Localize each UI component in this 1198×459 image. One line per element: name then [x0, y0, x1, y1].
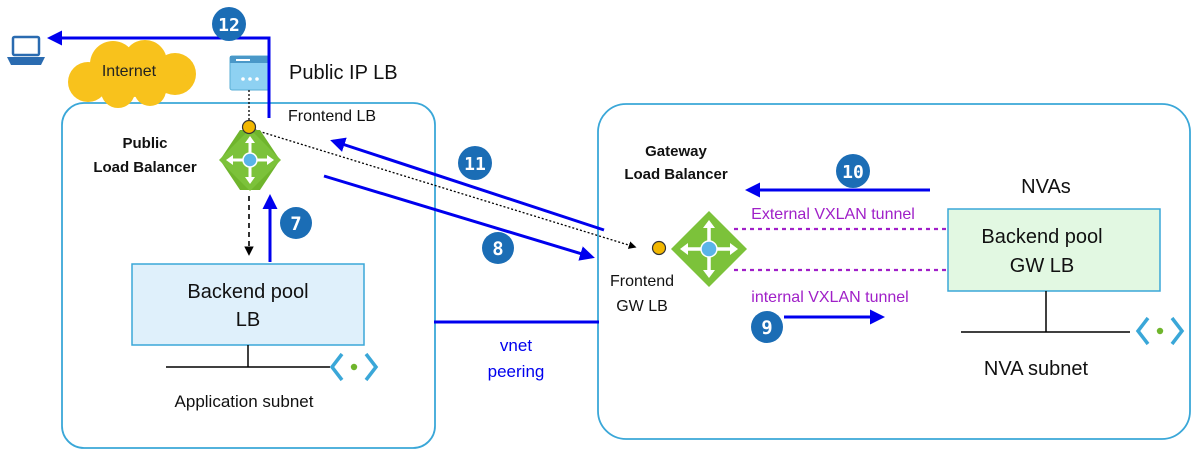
nvas-label: NVAs	[1021, 176, 1071, 198]
public-lb-label-line1: Public	[122, 135, 167, 152]
step-badge-9: 9	[751, 311, 783, 343]
flow-arrow-12	[47, 30, 271, 118]
flow-arrow-11	[330, 137, 605, 232]
nva-vnet-box	[597, 103, 1191, 440]
nva-subnet-label: NVA subnet	[984, 358, 1089, 380]
vnet-peering-label-line2: peering	[488, 362, 545, 381]
internal-vxlan-label: internal VXLAN tunnel	[751, 289, 908, 306]
svg-text:7: 7	[290, 213, 301, 235]
backend-pool-gw-lb-label-line1: Backend pool	[981, 226, 1102, 248]
vnet-peering-label-line1: vnet	[500, 336, 532, 355]
step-badge-10: 10	[836, 154, 870, 188]
public-lb-label-line2: Load Balancer	[93, 159, 197, 176]
public-ip-icon	[229, 55, 271, 91]
internet-label: Internet	[102, 63, 157, 80]
application-subnet-label: Application subnet	[175, 392, 314, 411]
step-badge-8: 8	[482, 232, 514, 264]
svg-text:12: 12	[218, 15, 240, 36]
external-vxlan-label: External VXLAN tunnel	[751, 206, 915, 223]
gateway-lb-label-line1: Gateway	[645, 143, 707, 160]
internet-cloud-icon	[68, 40, 196, 108]
frontend-gw-lb-label-line1: Frontend	[610, 273, 674, 290]
frontend-lb-dot	[241, 119, 257, 135]
backend-pool-gw-lb-box	[947, 208, 1161, 292]
public-ip-lb-label: Public IP LB	[289, 62, 398, 84]
svg-text:9: 9	[761, 317, 772, 339]
nva-subnet-icon	[1135, 316, 1185, 346]
svg-text:8: 8	[492, 238, 503, 260]
frontend-lb-label: Frontend LB	[288, 108, 376, 125]
step-badge-12: 12	[212, 7, 246, 41]
flow-arrow-8	[323, 174, 595, 261]
backend-pool-gw-lb-label-line2: GW LB	[1010, 255, 1074, 277]
backend-pool-lb-label-line1: Backend pool	[187, 281, 308, 303]
backend-pool-lb-box	[131, 263, 365, 346]
public-load-balancer-icon	[219, 129, 281, 191]
frontend-gw-lb-dot	[651, 240, 667, 256]
step-badge-11: 11	[458, 146, 492, 180]
chain-to-gateway-dotted	[254, 129, 637, 249]
backend-pool-lb-label-line2: LB	[236, 309, 260, 331]
frontend-gw-lb-label-line2: GW LB	[616, 298, 668, 315]
svg-text:10: 10	[842, 162, 864, 183]
gateway-lb-label-line2: Load Balancer	[624, 166, 728, 183]
step-badge-7: 7	[280, 207, 312, 239]
laptop-icon	[7, 35, 45, 65]
svg-text:11: 11	[464, 154, 486, 175]
gateway-load-balancer-icon	[671, 211, 747, 287]
app-subnet-icon	[329, 352, 379, 382]
